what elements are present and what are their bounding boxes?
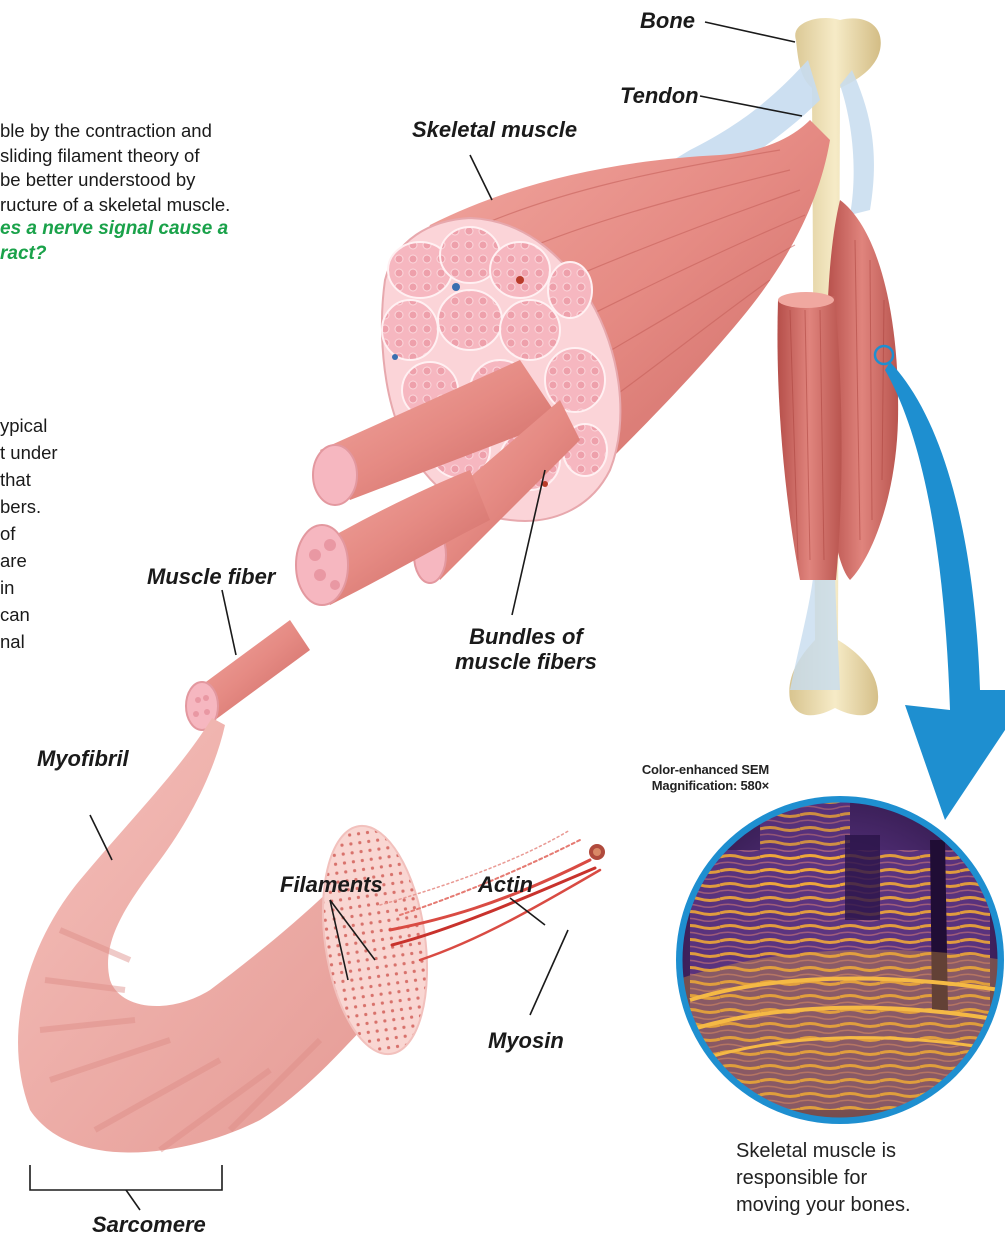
label-actin: Actin [478, 872, 533, 897]
intro-line: ructure of a skeletal muscle. [0, 193, 230, 218]
caption-line: responsible for [736, 1165, 911, 1192]
caption-line: moving your bones. [736, 1192, 911, 1219]
side-line: are [0, 547, 58, 574]
side-line: t under [0, 439, 58, 466]
side-line: can [0, 601, 58, 628]
intro-line: be better understood by [0, 168, 230, 193]
sem-caption-line: Magnification: 580× [642, 778, 769, 794]
side-line: nal [0, 628, 58, 655]
label-filaments: Filaments [280, 872, 383, 897]
label-bone: Bone [640, 8, 695, 33]
question-line: es a nerve signal cause a [0, 217, 228, 242]
side-line: that [0, 466, 58, 493]
focus-question: es a nerve signal cause a ract? [0, 217, 228, 266]
side-text: ypical t under that bers. of are in can … [0, 412, 58, 655]
muscle-fiber-shape [186, 620, 310, 730]
intro-text: ble by the contraction and sliding filam… [0, 119, 230, 217]
label-bundles-line: muscle fibers [455, 649, 597, 674]
side-line: of [0, 520, 58, 547]
side-line: ypical [0, 412, 58, 439]
label-bundles-line: Bundles of [455, 624, 597, 649]
sem-micrograph [676, 796, 1004, 1124]
myofibril-shape [18, 718, 440, 1153]
side-line: bers. [0, 493, 58, 520]
label-sarcomere: Sarcomere [92, 1212, 206, 1237]
side-line: in [0, 574, 58, 601]
label-myosin: Myosin [488, 1028, 564, 1053]
label-bundles: Bundles of muscle fibers [455, 624, 597, 675]
arm-muscles [777, 200, 898, 580]
intro-line: sliding filament theory of [0, 144, 230, 169]
caption-line: Skeletal muscle is [736, 1138, 911, 1165]
label-skeletal-muscle: Skeletal muscle [412, 117, 577, 142]
figure-caption: Skeletal muscle is responsible for movin… [736, 1138, 911, 1219]
sem-caption: Color-enhanced SEM Magnification: 580× [642, 762, 769, 794]
question-line: ract? [0, 242, 228, 267]
label-myofibril: Myofibril [37, 746, 129, 771]
label-tendon: Tendon [620, 83, 699, 108]
sem-caption-line: Color-enhanced SEM [642, 762, 769, 778]
intro-line: ble by the contraction and [0, 119, 230, 144]
label-muscle-fiber: Muscle fiber [147, 564, 275, 589]
zoom-arrow [885, 362, 1005, 820]
